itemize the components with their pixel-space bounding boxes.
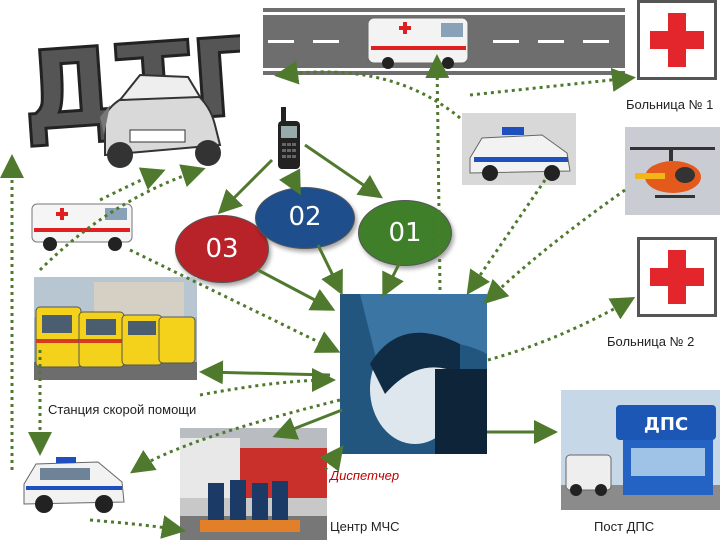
mobile-phone-icon bbox=[278, 107, 300, 169]
ambulance-station-label: Станция скорой помощи bbox=[48, 402, 197, 417]
arrow-road-to-accident bbox=[274, 60, 461, 120]
dps-sign-text: ДПС bbox=[644, 414, 688, 435]
arrow-helicopter-to-dispatcher bbox=[483, 188, 626, 305]
accident-title-art: ДТП bbox=[17, 13, 240, 156]
arrow-02-to-dispatcher bbox=[316, 244, 343, 296]
ambulance-icon bbox=[31, 203, 133, 251]
arrow-03-to-dispatcher bbox=[257, 268, 336, 311]
police-suv-photo bbox=[18, 454, 130, 516]
police-car-icon bbox=[23, 457, 125, 513]
mchs-center-photo bbox=[180, 428, 327, 540]
arrow-dispatcher-to-hospital2 bbox=[487, 297, 636, 362]
emergency-number-03-text: 03 bbox=[205, 234, 239, 264]
crashed-car-icon bbox=[100, 73, 222, 168]
arrow-mchs-to-dispatcher bbox=[319, 445, 344, 472]
emergency-number-02: 02 bbox=[255, 187, 355, 249]
helicopter-photo bbox=[625, 127, 720, 215]
ambulance-station-photo bbox=[34, 277, 197, 380]
emergency-number-01: 01 bbox=[358, 200, 452, 266]
arrow-police-to-dispatcher bbox=[466, 179, 547, 295]
hospital-1-label: Больница № 1 bbox=[626, 97, 714, 112]
arrow-01-to-dispatcher bbox=[382, 261, 404, 298]
mchs-center-label: Центр МЧС bbox=[330, 519, 400, 534]
emergency-number-03: 03 bbox=[175, 215, 269, 283]
road-scene bbox=[263, 8, 625, 75]
arrow-road-to-hospital1 bbox=[469, 67, 636, 97]
police-car-icon bbox=[469, 127, 571, 181]
hospital-2-sign bbox=[637, 237, 717, 317]
helicopter-icon bbox=[630, 147, 715, 198]
police-car-photo bbox=[462, 113, 576, 185]
ambulance-photo bbox=[30, 198, 136, 253]
dispatcher-photo bbox=[340, 294, 487, 454]
arrow-dispatcher-to-ambulance-station bbox=[199, 360, 331, 385]
dps-post-photo: ДПС bbox=[561, 390, 720, 510]
hospital-cross-icon bbox=[650, 250, 704, 304]
dispatcher-label: Диспетчер bbox=[330, 468, 400, 483]
arrow-dispatcher-to-station2 bbox=[199, 368, 336, 397]
hospital-1-sign bbox=[637, 0, 717, 80]
dps-post-label: Пост ДПС bbox=[594, 519, 655, 534]
mobile-phone bbox=[275, 107, 303, 170]
ambulance-icon bbox=[367, 17, 469, 69]
emergency-number-02-text: 02 bbox=[288, 202, 322, 232]
emergency-number-01-text: 01 bbox=[388, 218, 422, 248]
hospital-cross-icon bbox=[650, 13, 704, 67]
arrow-suv-to-mchs bbox=[89, 515, 186, 539]
accident-illustration: ДТП bbox=[10, 5, 240, 185]
hospital-2-label: Больница № 2 bbox=[607, 334, 695, 349]
